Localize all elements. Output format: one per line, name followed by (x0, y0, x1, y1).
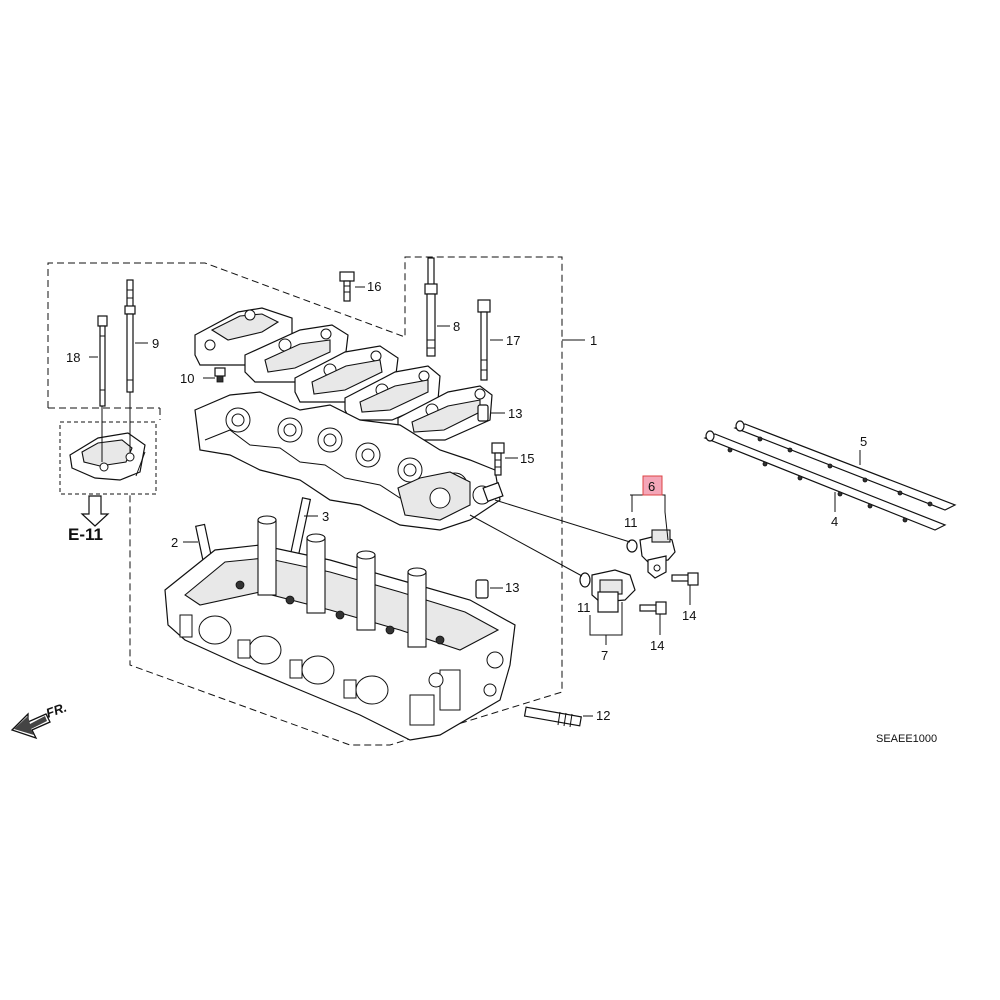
dowel-13-upper (477, 404, 489, 422)
callout-11-lower[interactable]: 11 (577, 600, 591, 615)
front-direction-indicator: FR. (10, 700, 69, 740)
callout-16[interactable]: 16 (367, 279, 381, 294)
callout-15[interactable]: 15 (520, 451, 534, 466)
callout-14-upper[interactable]: 14 (682, 608, 696, 623)
bolt-16 (339, 271, 355, 302)
bolt-14-upper (671, 572, 699, 586)
reference-arrow[interactable]: E-11 (68, 495, 110, 544)
spool-valve-7 (579, 569, 636, 613)
callout-3[interactable]: 3 (322, 509, 329, 524)
connection-lines (469, 499, 631, 577)
callout-6-highlight (642, 475, 663, 496)
callout-2[interactable]: 2 (171, 535, 178, 550)
callout-12[interactable]: 12 (596, 708, 610, 723)
camshaft-holder (194, 391, 504, 531)
cam-caps (194, 307, 493, 441)
bolt-10 (214, 367, 226, 383)
stud-8 (424, 257, 438, 357)
callout-1[interactable]: 1 (590, 333, 597, 348)
down-arrow-icon (80, 495, 110, 527)
callout-13-lower[interactable]: 13 (505, 580, 519, 595)
bracket-part (69, 432, 146, 481)
sensor-6 (626, 529, 676, 579)
diagram-code: SEAEE1000 (876, 733, 937, 745)
callout-18[interactable]: 18 (66, 350, 80, 365)
front-label: FR. (44, 700, 69, 721)
callout-7[interactable]: 7 (601, 648, 608, 663)
callout-17[interactable]: 17 (506, 333, 520, 348)
stud-9 (124, 279, 136, 452)
callout-9[interactable]: 9 (152, 336, 159, 351)
callout-4[interactable]: 4 (831, 514, 838, 529)
callout-13-upper[interactable]: 13 (508, 406, 522, 421)
cylinder-head (164, 515, 516, 741)
callout-5[interactable]: 5 (860, 434, 867, 449)
stud-12 (523, 706, 582, 728)
callout-8[interactable]: 8 (453, 319, 460, 334)
bolt-18 (97, 315, 108, 462)
dowel-13-lower (475, 579, 489, 599)
rocker-shaft-4 (703, 430, 947, 531)
callout-14-lower[interactable]: 14 (650, 638, 664, 653)
bolt-15 (491, 442, 505, 476)
rocker-shaft-5 (733, 420, 957, 511)
assembly-boundary (47, 256, 563, 746)
sub-assembly-box (59, 421, 157, 495)
callout-11-upper[interactable]: 11 (624, 515, 638, 530)
bolt-17 (477, 299, 491, 381)
bolt-14-lower (639, 601, 667, 615)
callouts: 1 2 3 4 5 6 7 8 9 10 11 11 12 13 13 14 1… (66, 279, 867, 723)
callout-6[interactable]: 6 (648, 479, 655, 494)
callout-10[interactable]: 10 (180, 371, 194, 386)
reference-label: E-11 (68, 525, 103, 544)
leader-lines (89, 286, 861, 717)
